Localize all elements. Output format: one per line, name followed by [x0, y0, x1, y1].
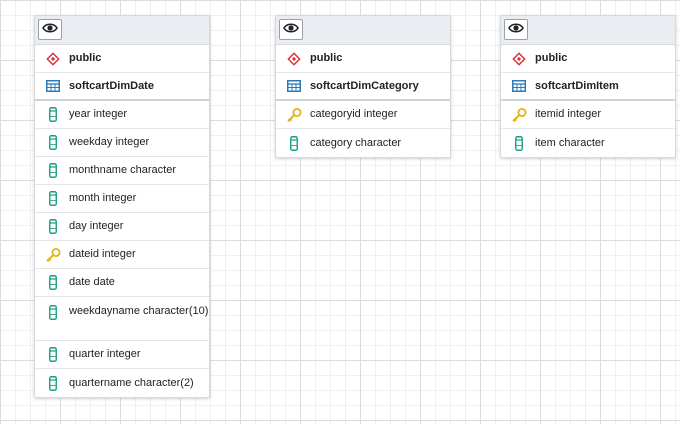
schema-icon: [45, 51, 61, 67]
column-icon: [286, 135, 302, 151]
column-row[interactable]: month integer: [35, 185, 209, 213]
column-icon: [45, 275, 61, 291]
column-row[interactable]: weekday integer: [35, 129, 209, 157]
schema-name: public: [69, 52, 102, 64]
column-label: monthname character: [69, 164, 176, 176]
table-name-row[interactable]: softcartDimDate: [35, 73, 209, 101]
column-icon: [45, 375, 61, 391]
table-name: softcartDimCategory: [310, 79, 419, 92]
column-label: itemid integer: [535, 108, 602, 120]
table-name-row[interactable]: softcartDimItem: [501, 73, 675, 101]
toggle-visibility-button[interactable]: [504, 19, 528, 40]
column-row[interactable]: quartername character(2): [35, 369, 209, 397]
column-icon: [45, 163, 61, 179]
column-label: month integer: [69, 192, 137, 204]
table-node-header: [501, 16, 675, 45]
column-label: dateid integer: [69, 248, 136, 260]
column-label: weekday integer: [69, 136, 150, 148]
column-row[interactable]: year integer: [35, 101, 209, 129]
column-icon: [45, 107, 61, 123]
primary-key-icon: [45, 247, 61, 263]
column-row[interactable]: item character: [501, 129, 675, 157]
column-label: category character: [310, 136, 402, 149]
table-name: softcartDimItem: [535, 79, 619, 92]
primary-key-icon: [511, 107, 527, 123]
column-row[interactable]: categoryid integer: [276, 101, 450, 129]
table-node-header: [35, 16, 209, 45]
column-icon: [45, 219, 61, 235]
column-row[interactable]: day integer: [35, 213, 209, 241]
schema-row: public: [35, 45, 209, 73]
column-icon: [511, 135, 527, 151]
table-icon: [45, 78, 61, 94]
table-node-softcartdimitem[interactable]: public softcartDimItem itemid integer it…: [500, 15, 676, 158]
column-icon: [45, 304, 61, 320]
column-label: categoryid integer: [310, 108, 398, 120]
column-row[interactable]: itemid integer: [501, 101, 675, 129]
eye-icon: [283, 22, 299, 37]
schema-name: public: [535, 52, 568, 64]
column-row[interactable]: monthname character: [35, 157, 209, 185]
schema-icon: [511, 51, 527, 67]
column-icon: [45, 347, 61, 363]
column-label: quartername character(2): [69, 376, 194, 389]
column-label: date date: [69, 276, 115, 288]
table-node-header: [276, 16, 450, 45]
column-label: quarter integer: [69, 348, 141, 360]
eye-icon: [508, 22, 524, 37]
primary-key-icon: [286, 107, 302, 123]
column-label: weekdayname character(10): [69, 305, 209, 317]
column-label: year integer: [69, 108, 128, 120]
schema-icon: [286, 51, 302, 67]
column-row[interactable]: dateid integer: [35, 241, 209, 269]
toggle-visibility-button[interactable]: [38, 19, 62, 40]
column-icon: [45, 135, 61, 151]
table-name-row[interactable]: softcartDimCategory: [276, 73, 450, 101]
table-name: softcartDimDate: [69, 79, 154, 92]
table-node-softcartdimcategory[interactable]: public softcartDimCategory categoryid in…: [275, 15, 451, 158]
column-row[interactable]: date date: [35, 269, 209, 297]
column-row[interactable]: quarter integer: [35, 341, 209, 369]
column-icon: [45, 191, 61, 207]
schema-row: public: [501, 45, 675, 73]
schema-name: public: [310, 52, 343, 64]
column-label: item character: [535, 136, 605, 149]
schema-row: public: [276, 45, 450, 73]
column-label: day integer: [69, 220, 124, 232]
table-node-softcartdimdate[interactable]: public softcartDimDate year integer week…: [34, 15, 210, 398]
eye-icon: [42, 22, 58, 37]
table-icon: [511, 78, 527, 94]
column-row[interactable]: weekdayname character(10): [35, 297, 209, 341]
table-icon: [286, 78, 302, 94]
toggle-visibility-button[interactable]: [279, 19, 303, 40]
column-row[interactable]: category character: [276, 129, 450, 157]
